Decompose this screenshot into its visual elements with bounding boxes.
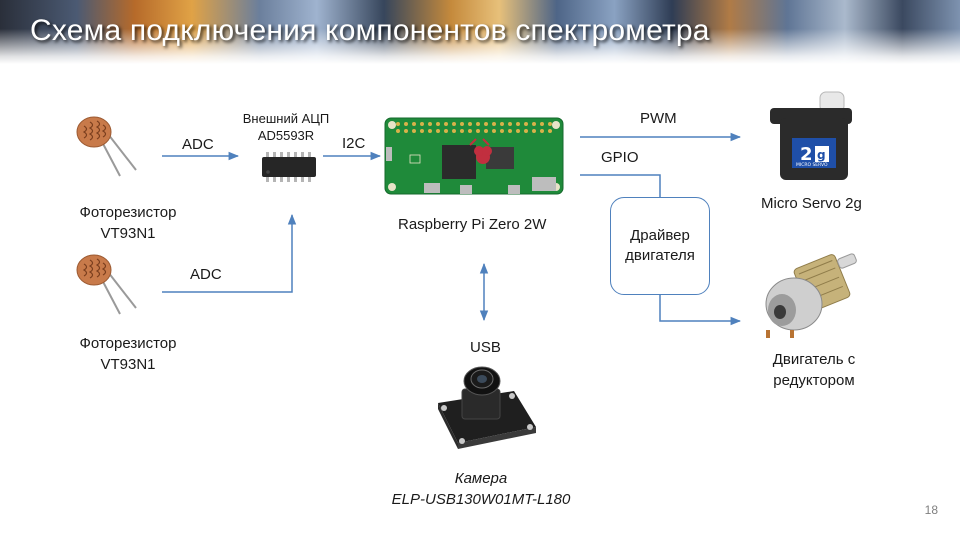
motor-driver-line1: Драйвер: [630, 227, 690, 244]
slide-number: 18: [924, 503, 938, 517]
adc-chip-model: AD5593R: [257, 128, 315, 143]
motor-driver-line2: двигателя: [625, 247, 695, 264]
driver-to-motor-arrow: [659, 295, 742, 326]
camera-label: Камера ELP-USB130W01MT-L180: [376, 468, 586, 510]
motor-driver-box: [610, 197, 710, 295]
photoresistor-2-label: Фоторезистор VT93N1: [68, 333, 188, 375]
raspberry-pi-label: Raspberry Pi Zero 2W: [398, 216, 547, 233]
i2c-label: I2C: [342, 135, 366, 152]
photoresistor-2-image: [76, 254, 137, 315]
camera-model: ELP-USB130W01MT-L180: [391, 491, 571, 508]
photoresistor-2-model: VT93N1: [100, 356, 156, 373]
gpio-label: GPIO: [601, 149, 639, 166]
adc-chip-image: [262, 152, 316, 182]
adc-chip-label: Внешний АЦП AD5593R: [236, 110, 336, 144]
micro-servo-label: Micro Servo 2g: [761, 195, 862, 212]
motor-driver-label: Драйвер двигателя: [610, 226, 710, 266]
gpio-line: [580, 174, 661, 197]
servo-badge-2: 2: [800, 144, 813, 165]
servo-badge-sub: MICRO SERVO: [796, 162, 828, 168]
adc-chip-name: Внешний АЦП: [242, 111, 330, 126]
usb-label: USB: [470, 339, 501, 356]
adc-arrow-2: [162, 213, 297, 293]
photoresistor-1-name: Фоторезистор: [79, 204, 177, 221]
gear-motor-label: Двигатель с редуктором: [756, 349, 872, 391]
raspberry-pi-image: [384, 117, 564, 195]
photoresistor-1-image: [76, 116, 137, 177]
adc-label-2: ADC: [190, 266, 222, 283]
slide-title: Схема подключения компонентов спектромет…: [30, 14, 710, 47]
photoresistor-1-label: Фоторезистор VT93N1: [68, 202, 188, 244]
gear-motor-line1: Двигатель с: [772, 351, 856, 368]
micro-servo-image: 2 g MICRO SERVO: [770, 91, 852, 180]
gear-motor-image: [765, 253, 857, 338]
gear-motor-line2: редуктором: [773, 372, 855, 389]
servo-badge-g: g: [817, 148, 826, 162]
title-banner: Схема подключения компонентов спектромет…: [0, 0, 960, 64]
adc-label-1: ADC: [182, 136, 214, 153]
camera-image: [438, 366, 536, 449]
photoresistor-1-model: VT93N1: [100, 225, 156, 242]
camera-name: Камера: [454, 470, 508, 487]
photoresistor-2-name: Фоторезистор: [79, 335, 177, 352]
pwm-label: PWM: [640, 110, 677, 127]
